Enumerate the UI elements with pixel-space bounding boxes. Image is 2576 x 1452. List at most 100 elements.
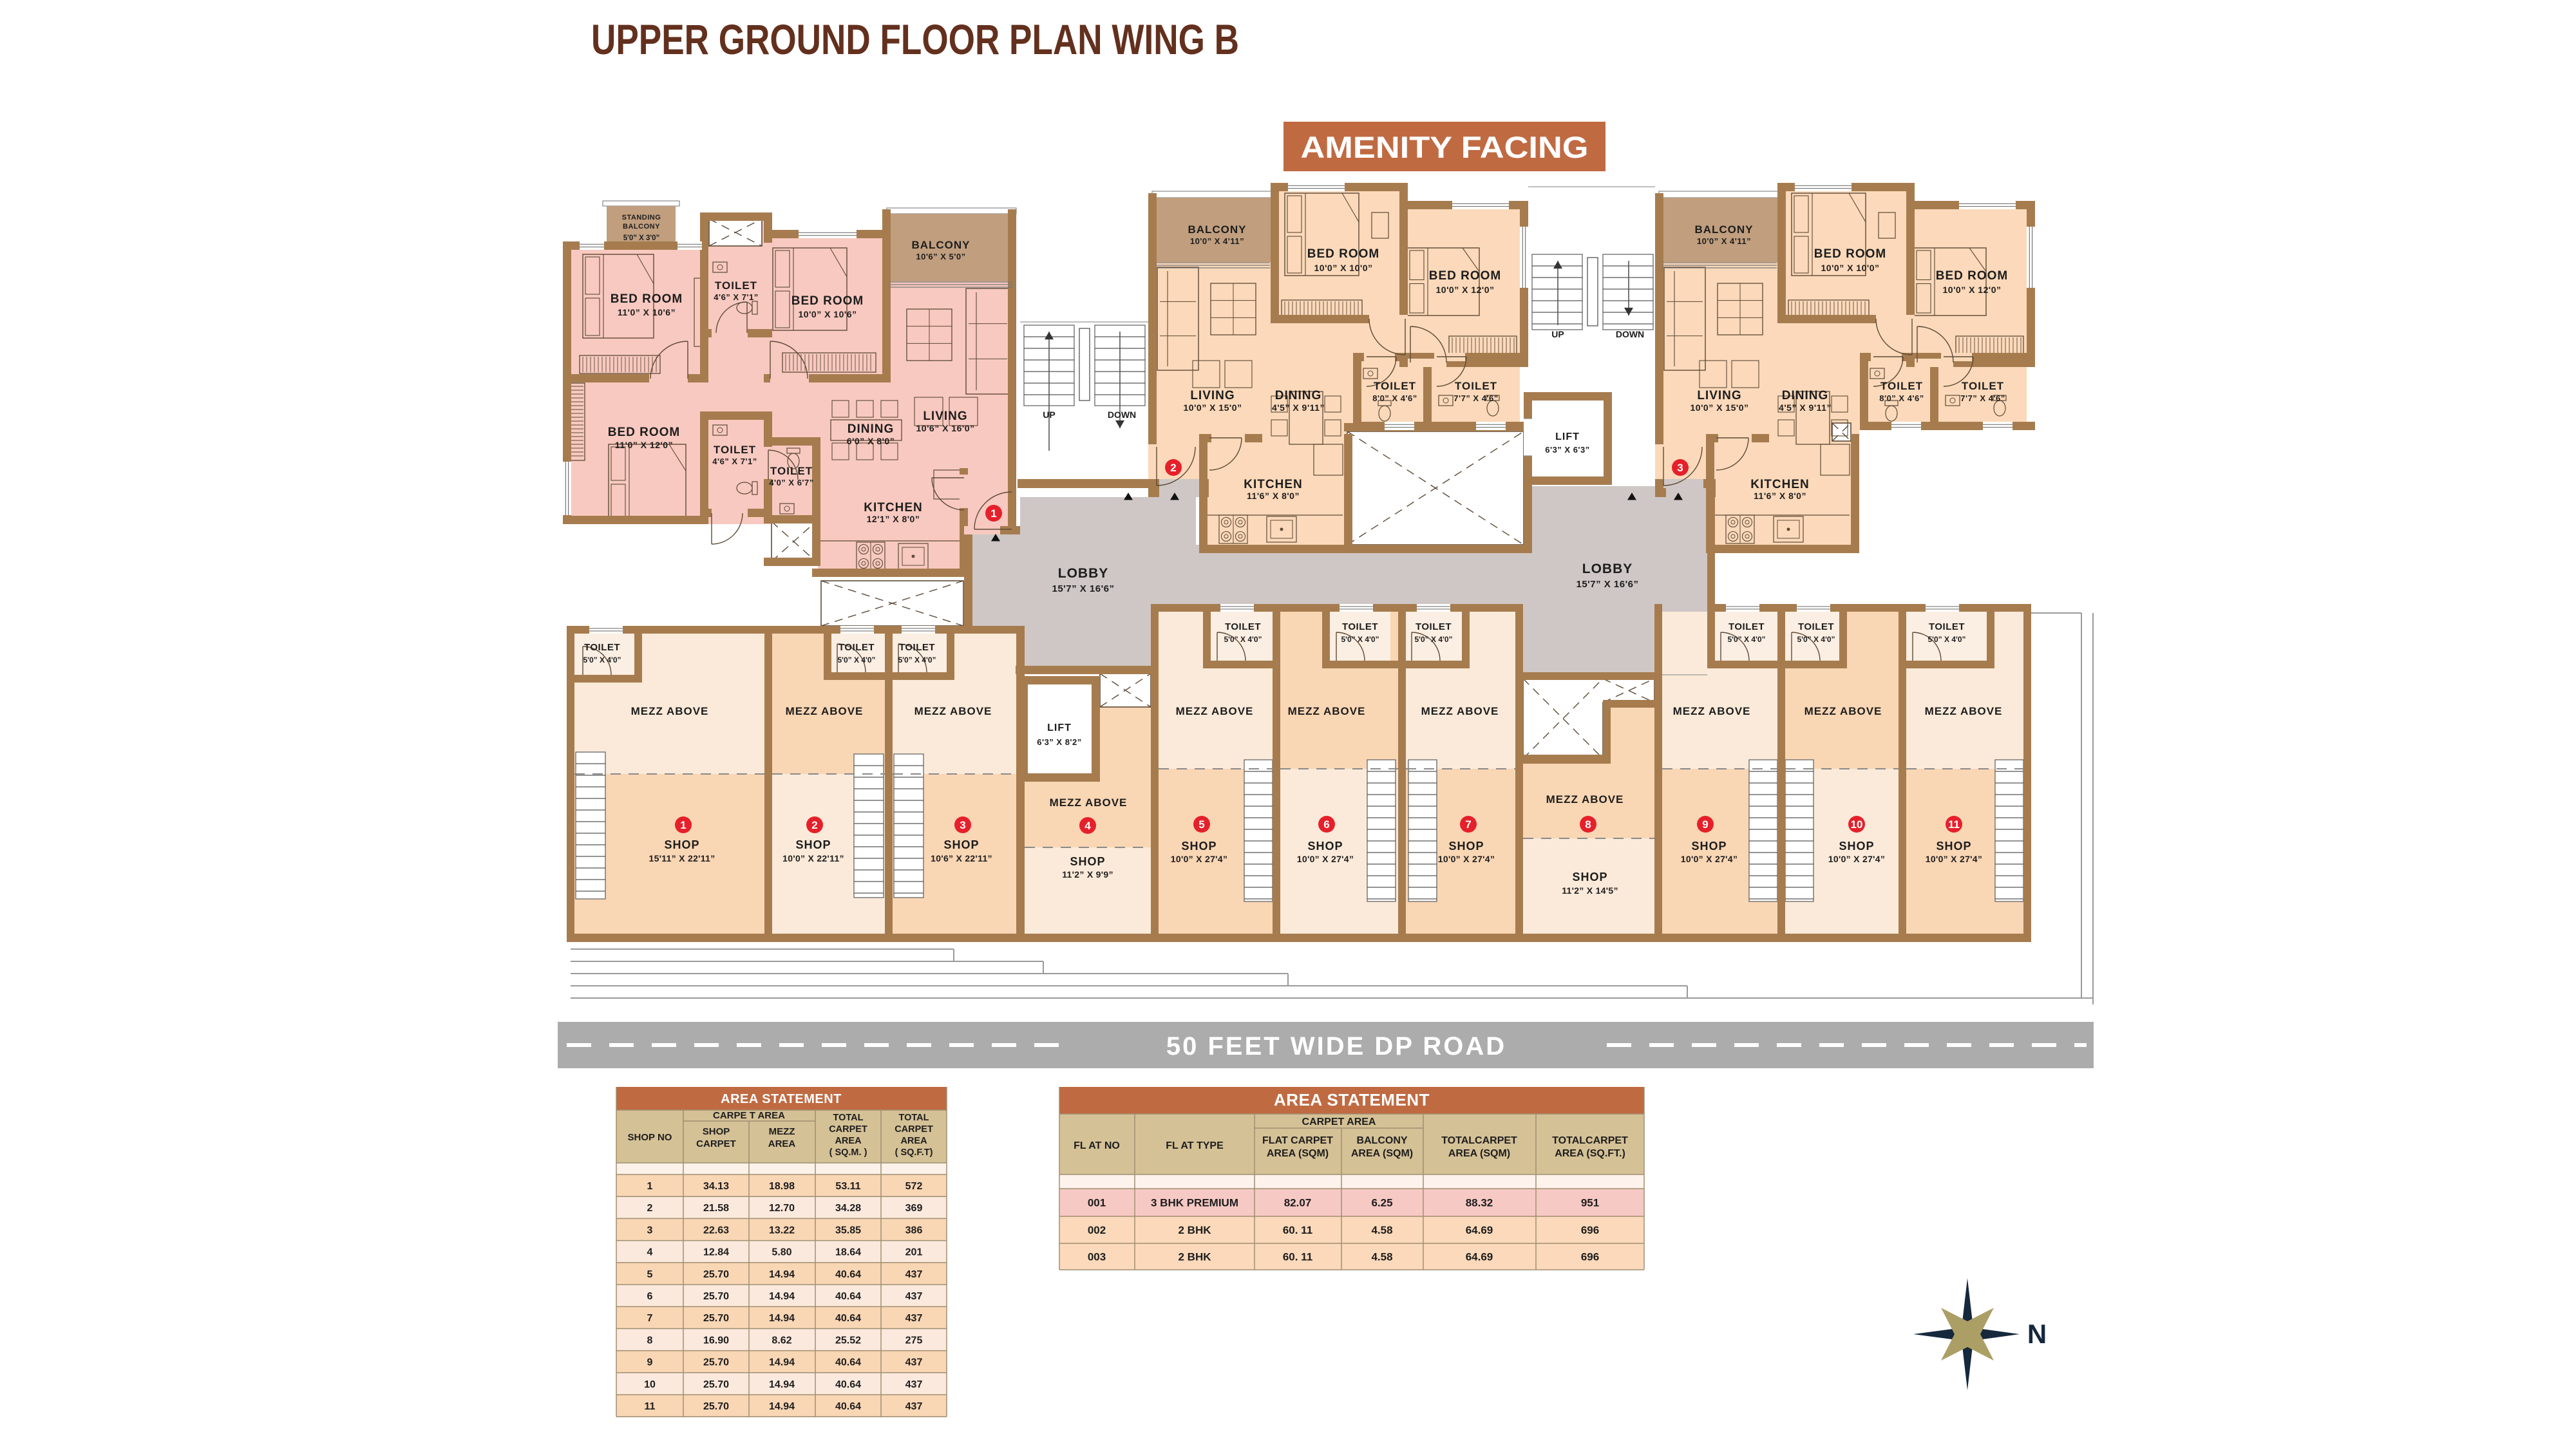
svg-text:TOILET: TOILET <box>838 642 875 653</box>
svg-text:6'3” X 6'3”: 6'3” X 6'3” <box>1545 445 1590 455</box>
svg-text:386: 386 <box>905 1225 923 1236</box>
svg-text:AREA: AREA <box>835 1136 862 1146</box>
svg-text:DOWN: DOWN <box>1616 329 1644 339</box>
svg-text:34.13: 34.13 <box>703 1181 729 1192</box>
svg-text:TOILET: TOILET <box>1416 621 1452 632</box>
svg-text:7: 7 <box>1465 818 1471 831</box>
svg-text:10'0” X 27'4”: 10'0” X 27'4” <box>1438 854 1495 864</box>
svg-text:LIFT: LIFT <box>1047 722 1072 733</box>
svg-text:SHOP: SHOP <box>1448 840 1484 853</box>
svg-text:FL AT NO: FL AT NO <box>1074 1140 1120 1151</box>
svg-text:MEZZ ABOVE: MEZZ ABOVE <box>1925 705 2003 717</box>
svg-text:11'6” X 8'0”: 11'6” X 8'0” <box>1247 491 1300 501</box>
svg-text:SHOP: SHOP <box>1181 840 1217 853</box>
svg-text:( SQ.F.T): ( SQ.F.T) <box>895 1147 933 1158</box>
svg-text:AREA (SQM): AREA (SQM) <box>1267 1148 1329 1159</box>
svg-text:369: 369 <box>905 1203 923 1214</box>
svg-text:TOILET: TOILET <box>899 642 935 653</box>
svg-text:4'0” X 6'7”: 4'0” X 6'7” <box>769 478 814 487</box>
svg-text:11'2” X 9'9”: 11'2” X 9'9” <box>1062 869 1113 880</box>
svg-text:4: 4 <box>1084 820 1091 832</box>
svg-text:SHOP: SHOP <box>1307 840 1343 853</box>
svg-text:437: 437 <box>905 1291 923 1302</box>
svg-text:CARPE T AREA: CARPE T AREA <box>713 1110 785 1121</box>
svg-text:10'0” X 10'0”: 10'0” X 10'0” <box>1314 263 1373 273</box>
svg-text:7: 7 <box>647 1313 653 1324</box>
svg-text:10: 10 <box>1851 818 1863 831</box>
svg-text:8.62: 8.62 <box>772 1335 791 1346</box>
svg-text:LOBBY: LOBBY <box>1582 561 1633 576</box>
svg-text:001: 001 <box>1088 1197 1106 1209</box>
svg-text:4'5” X 9'11”: 4'5” X 9'11” <box>1272 402 1325 413</box>
svg-text:TOTAL: TOTAL <box>899 1113 929 1123</box>
svg-text:10'0” X 15'0”: 10'0” X 15'0” <box>1184 402 1242 413</box>
svg-text:TOILET: TOILET <box>1225 621 1261 632</box>
svg-text:KITCHEN: KITCHEN <box>1244 478 1302 491</box>
svg-text:2 BHK: 2 BHK <box>1178 1251 1211 1263</box>
svg-text:LOBBY: LOBBY <box>1058 566 1109 581</box>
svg-text:AREA STATEMENT: AREA STATEMENT <box>1274 1090 1430 1109</box>
svg-text:2 BHK: 2 BHK <box>1178 1224 1211 1236</box>
svg-text:5'0” X 4'0”: 5'0” X 4'0” <box>583 655 621 665</box>
svg-text:40.64: 40.64 <box>835 1401 861 1412</box>
svg-text:7'7” X 4'6”: 7'7” X 4'6” <box>1960 393 2005 403</box>
svg-text:13.22: 13.22 <box>769 1225 795 1236</box>
svg-text:9: 9 <box>1702 818 1708 831</box>
svg-text:BALCONY: BALCONY <box>1694 223 1753 236</box>
svg-text:SHOP: SHOP <box>703 1126 730 1137</box>
svg-text:4'5” X 9'11”: 4'5” X 9'11” <box>1779 402 1832 413</box>
svg-text:BED ROOM: BED ROOM <box>611 292 683 306</box>
svg-text:MEZZ ABOVE: MEZZ ABOVE <box>1673 705 1751 717</box>
svg-text:437: 437 <box>905 1357 923 1368</box>
svg-text:MEZZ ABOVE: MEZZ ABOVE <box>786 705 864 717</box>
svg-text:4'6” X 7'1”: 4'6” X 7'1” <box>714 292 759 302</box>
svg-text:DINING: DINING <box>1275 389 1322 402</box>
svg-text:10'0” X 22'11”: 10'0” X 22'11” <box>782 853 844 863</box>
svg-text:4.58: 4.58 <box>1371 1251 1392 1263</box>
svg-text:10'0” X 27'4”: 10'0” X 27'4” <box>1171 854 1227 864</box>
svg-text:6: 6 <box>647 1291 653 1302</box>
svg-text:4: 4 <box>647 1247 653 1258</box>
svg-text:TOILET: TOILET <box>1342 621 1378 632</box>
svg-text:10'0” X 4'11”: 10'0” X 4'11” <box>1190 236 1244 246</box>
svg-text:25.70: 25.70 <box>703 1357 729 1368</box>
svg-text:5'0” X 3'0”: 5'0” X 3'0” <box>623 234 660 242</box>
svg-text:11: 11 <box>1948 818 1960 831</box>
svg-text:11'2” X 14'5”: 11'2” X 14'5” <box>1562 885 1618 896</box>
svg-text:FL AT TYPE: FL AT TYPE <box>1166 1140 1224 1151</box>
svg-text:AREA: AREA <box>900 1136 927 1146</box>
svg-text:AMENITY FACING: AMENITY FACING <box>1301 130 1589 164</box>
svg-text:CARPET AREA: CARPET AREA <box>1302 1117 1376 1127</box>
svg-text:40.64: 40.64 <box>835 1269 861 1280</box>
svg-text:UPPER GROUND FLOOR PLAN WING B: UPPER GROUND FLOOR PLAN WING B <box>591 15 1239 63</box>
svg-text:N: N <box>2027 1319 2047 1349</box>
svg-text:MEZZ ABOVE: MEZZ ABOVE <box>1421 705 1499 717</box>
svg-text:( SQ.M. ): ( SQ.M. ) <box>829 1147 867 1158</box>
svg-text:5'0” X 4'0”: 5'0” X 4'0” <box>1727 635 1765 644</box>
svg-text:14.94: 14.94 <box>769 1269 795 1280</box>
svg-text:22.63: 22.63 <box>703 1225 729 1236</box>
svg-text:10'0” X 27'4”: 10'0” X 27'4” <box>1926 854 1982 864</box>
svg-text:18.64: 18.64 <box>835 1247 861 1258</box>
svg-text:12.70: 12.70 <box>769 1203 795 1214</box>
svg-text:SHOP: SHOP <box>664 838 699 851</box>
svg-text:MEZZ ABOVE: MEZZ ABOVE <box>1176 705 1254 717</box>
svg-text:21.58: 21.58 <box>703 1203 729 1214</box>
svg-text:5: 5 <box>647 1269 653 1280</box>
svg-text:STANDING: STANDING <box>622 214 661 222</box>
svg-text:60. 11: 60. 11 <box>1283 1224 1312 1236</box>
svg-text:BALCONY: BALCONY <box>1356 1135 1407 1146</box>
svg-text:SHOP NO: SHOP NO <box>628 1132 672 1143</box>
svg-text:2: 2 <box>1170 462 1176 474</box>
svg-text:SHOP: SHOP <box>795 838 831 851</box>
svg-text:MEZZ ABOVE: MEZZ ABOVE <box>631 705 709 717</box>
svg-text:5.80: 5.80 <box>772 1247 791 1258</box>
svg-text:002: 002 <box>1088 1224 1106 1236</box>
svg-text:UP: UP <box>1043 410 1055 420</box>
svg-text:40.64: 40.64 <box>835 1291 861 1302</box>
svg-text:KITCHEN: KITCHEN <box>864 501 922 514</box>
svg-text:10'0” X 12'0”: 10'0” X 12'0” <box>1943 285 2002 295</box>
svg-text:6'3” X 8'2”: 6'3” X 8'2” <box>1037 737 1082 747</box>
svg-text:14.94: 14.94 <box>769 1313 795 1324</box>
svg-text:5'0” X 4'0”: 5'0” X 4'0” <box>1341 635 1379 644</box>
